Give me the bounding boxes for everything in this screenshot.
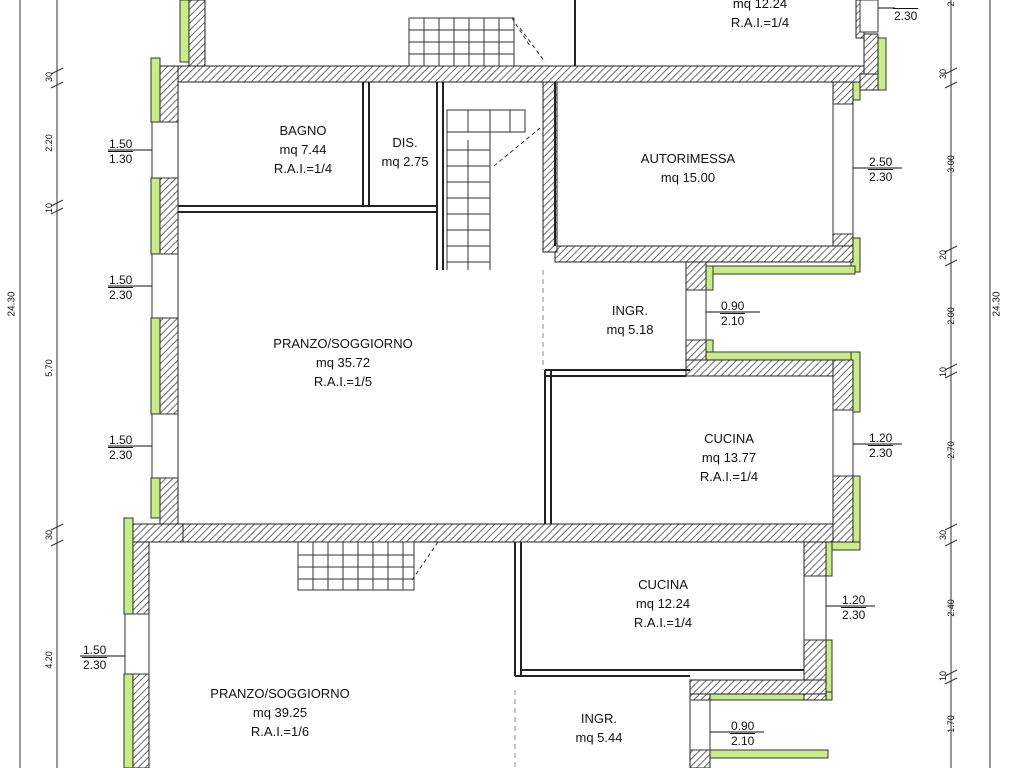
opening-top-right: 2.30 (893, 0, 919, 23)
dim-right-total: 24.30 (991, 291, 1003, 317)
dim-left-1: 30 (44, 71, 54, 83)
dimension-lines (19, 0, 991, 768)
dim-right-10: 10 (938, 670, 948, 682)
dim-left-4: 5.70 (44, 359, 54, 377)
leader-lines (80, 7, 902, 733)
dim-right-6: 10 (938, 366, 948, 378)
dim-right-7: 2.70 (946, 441, 956, 459)
dim-left-3: 10 (44, 202, 54, 214)
walls (132, 0, 879, 768)
dim-left-5: 30 (44, 529, 54, 541)
dim-right-2: 30 (938, 68, 948, 80)
dim-right-3: 3.00 (946, 155, 956, 173)
dim-left-6: 4.20 (44, 651, 54, 669)
dim-right-5: 2.00 (946, 307, 956, 325)
dim-right-4: 20 (938, 249, 948, 261)
insulation-layer (123, 0, 887, 768)
window-markers (124, 0, 879, 751)
room-label-ingr-2: INGR.mq 5.44 (575, 711, 623, 745)
room-label-dis: DIS.mq 2.75 (381, 135, 429, 169)
stairs (297, 17, 546, 591)
open-passages (514, 270, 544, 768)
partitions (178, 0, 804, 677)
dim-right-1: 2 (946, 1, 956, 7)
dim-right-9: 2.40 (946, 599, 956, 617)
dim-left-total: 24.30 (6, 291, 18, 317)
dim-right-8: 30 (938, 529, 948, 541)
dim-right-11: 1.70 (946, 715, 956, 733)
dim-left-2: 2.20 (44, 134, 54, 152)
room-label-ingr-1: INGR.mq 5.18 (606, 303, 654, 337)
